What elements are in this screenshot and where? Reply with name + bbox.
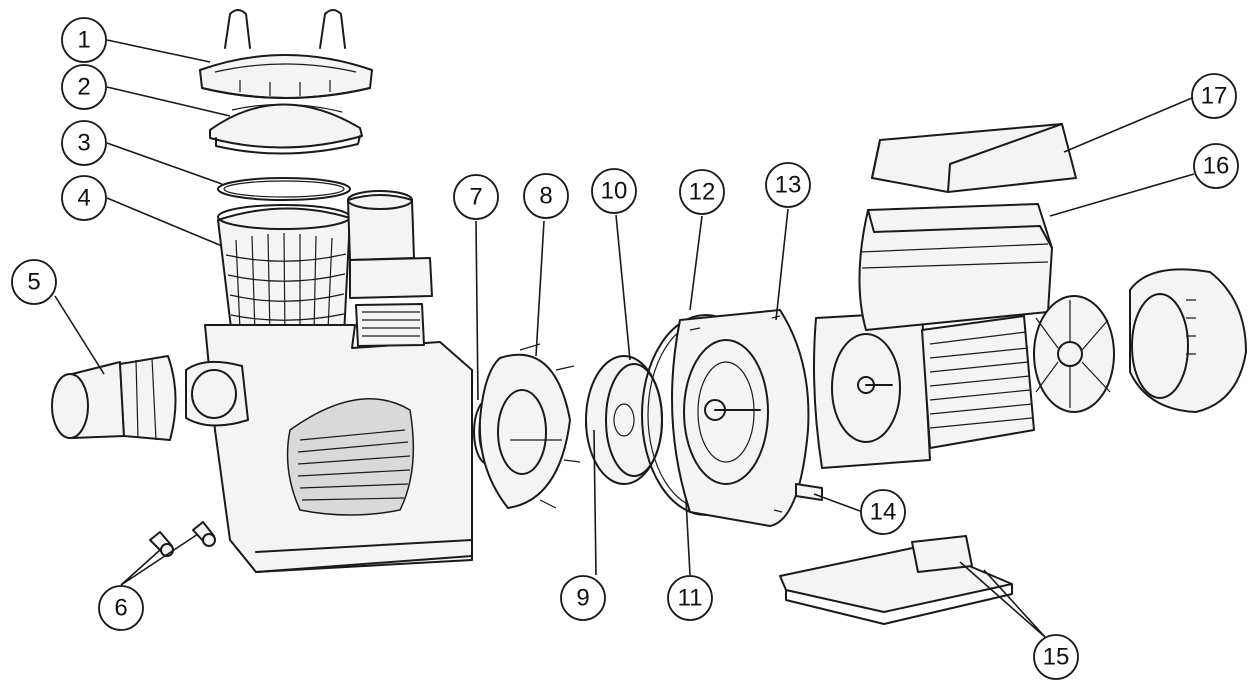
callout-2: 2 [61, 64, 107, 110]
callout-15: 15 [1033, 634, 1079, 680]
callout-label-1: 1 [77, 27, 90, 54]
callout-3: 3 [61, 120, 107, 166]
callout-4: 4 [61, 175, 107, 221]
callout-label-10: 10 [601, 178, 628, 205]
part-motor-base [779, 535, 1013, 625]
callout-label-7: 7 [469, 184, 482, 211]
callout-label-9: 9 [576, 585, 589, 612]
part-lid [209, 103, 363, 155]
part-basket [217, 204, 351, 343]
callout-label-4: 4 [77, 185, 90, 212]
part-terminal-box [858, 203, 1053, 331]
part-lid-oring [217, 177, 351, 201]
callout-11: 11 [667, 575, 713, 621]
part-union-inlet [51, 355, 177, 441]
part-seal-plate [671, 309, 810, 527]
callout-label-5: 5 [27, 269, 40, 296]
callout-label-2: 2 [77, 74, 90, 101]
callout-label-11: 11 [678, 585, 703, 612]
callout-label-3: 3 [77, 130, 90, 157]
part-bolt [795, 483, 823, 501]
callout-label-16: 16 [1203, 153, 1230, 180]
callout-9: 9 [560, 575, 606, 621]
callout-17: 17 [1191, 73, 1237, 119]
callout-label-15: 15 [1043, 644, 1070, 671]
part-box-cover [871, 123, 1077, 193]
callout-label-17: 17 [1201, 83, 1228, 110]
callout-6: 6 [98, 585, 144, 631]
part-fan-cover [1129, 268, 1247, 413]
callout-12: 12 [679, 169, 725, 215]
callout-10: 10 [591, 168, 637, 214]
callout-label-14: 14 [870, 499, 897, 526]
part-motor [813, 311, 1035, 469]
part-fan [1033, 295, 1115, 413]
part-diffuser [478, 343, 581, 509]
part-pump-body [185, 190, 473, 573]
leader-lines [54, 39, 1195, 638]
callout-label-13: 13 [775, 172, 802, 199]
part-impeller [585, 355, 663, 485]
callout-8: 8 [523, 173, 569, 219]
callout-16: 16 [1193, 143, 1239, 189]
callout-label-6: 6 [114, 595, 127, 622]
callout-13: 13 [765, 162, 811, 208]
callout-14: 14 [860, 489, 906, 535]
callout-5: 5 [11, 259, 57, 305]
callout-label-8: 8 [539, 183, 552, 210]
part-lid-ring [199, 9, 373, 99]
callout-label-12: 12 [689, 179, 716, 206]
callout-1: 1 [61, 17, 107, 63]
part-drain-plugs [149, 521, 216, 557]
callout-7: 7 [453, 174, 499, 220]
